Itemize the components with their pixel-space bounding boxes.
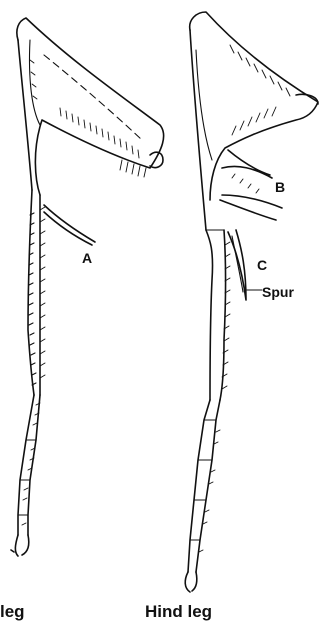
label-c: C [257,257,267,273]
label-b: B [275,179,285,195]
right-spines-b [220,150,282,220]
right-femur-bristles [230,45,290,135]
right-leg-tarsus [185,400,220,592]
left-spur-a [44,205,95,245]
caption-fore-leg: leg [0,602,25,621]
left-leg-tarsus [11,395,40,556]
left-femur-bristles [30,60,146,177]
figure-labels: A B C Spur [82,179,294,300]
right-leg-femur [190,12,318,230]
left-leg-drawing [11,18,164,556]
left-leg-tibia [28,190,45,395]
label-a: A [82,250,92,266]
figure-captions: leg Hind leg [0,602,212,621]
right-spur-c [228,230,246,300]
caption-hind-leg: Hind leg [145,602,212,621]
right-leg-tibia [206,230,230,400]
right-leg-drawing [185,12,318,592]
label-spur: Spur [262,284,294,300]
left-leg-femur [17,18,164,195]
